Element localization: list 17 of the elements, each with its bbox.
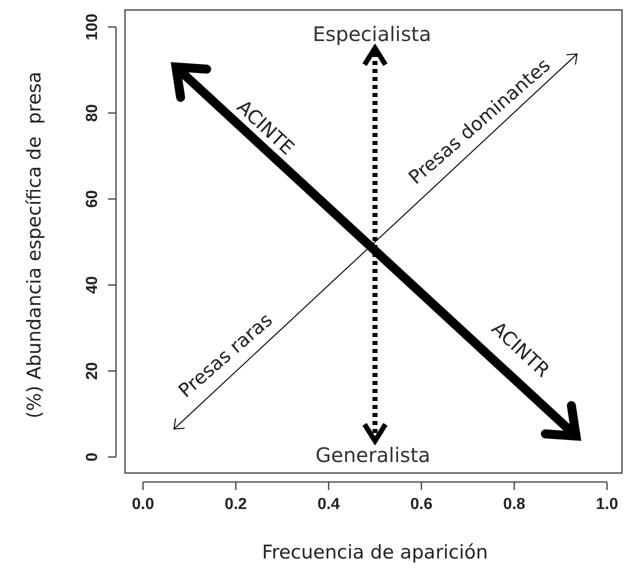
tick-label: 0	[85, 452, 101, 462]
tick-label: 100	[85, 14, 101, 40]
tick-label: 20	[85, 362, 101, 380]
tick-label: 0.2	[224, 497, 247, 513]
axis-pole-label: Generalista	[316, 445, 430, 465]
tick-label: 40	[85, 276, 101, 294]
tick-label: 80	[85, 104, 101, 122]
tick-label: 0.8	[503, 497, 526, 513]
axis-pole-label: Especialista	[312, 24, 432, 44]
axis-title: (%) Abundancia específica de presa	[26, 72, 44, 418]
tick-label: 0.0	[132, 497, 154, 513]
tick-label: 0.6	[410, 497, 433, 513]
axis-title: Frecuencia de aparición	[262, 544, 488, 562]
arrow	[362, 46, 388, 444]
tick-label: 1.0	[596, 497, 618, 513]
tick-label: 60	[85, 190, 101, 208]
tick-label: 0.4	[317, 497, 340, 513]
